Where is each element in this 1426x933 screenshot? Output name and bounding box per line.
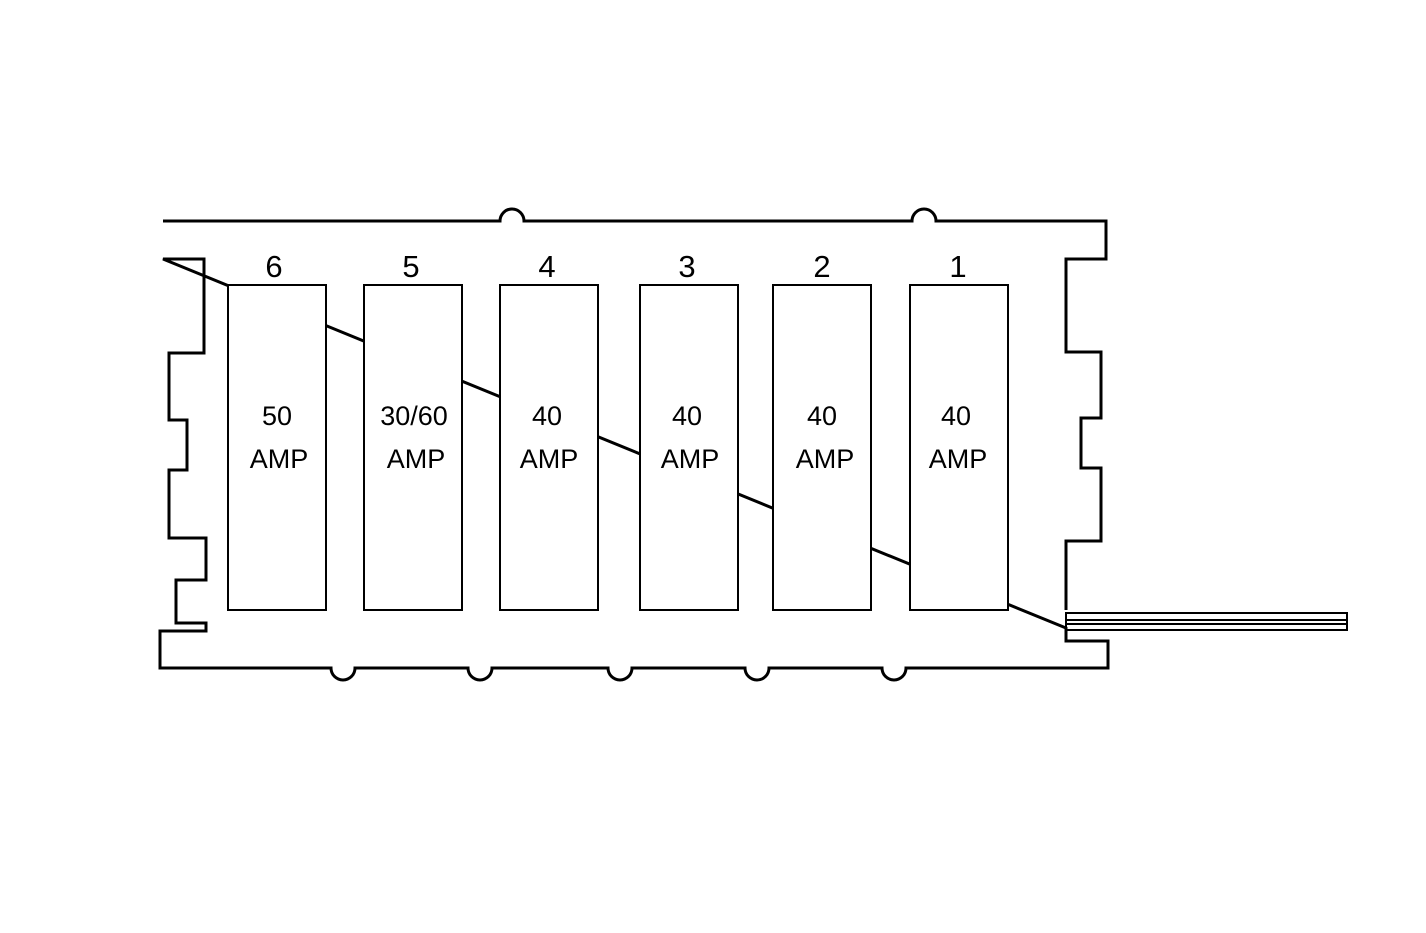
fuse-rectangle	[772, 284, 872, 611]
fuse-rating-value: 50	[262, 401, 292, 431]
connector-tab	[1065, 612, 1348, 631]
fuse-rating-value: 40	[807, 401, 837, 431]
fuse-block-housing	[158, 207, 1110, 682]
fuse-position-number: 1	[949, 249, 966, 284]
fuse-rating-unit: AMP	[250, 444, 309, 474]
fuse-rectangle	[639, 284, 739, 611]
fuse-position-number: 3	[678, 249, 695, 284]
fuse-slot[interactable]: 2 40 AMP	[772, 249, 872, 611]
fuse-rectangle	[909, 284, 1009, 611]
fuse-rating-unit: AMP	[387, 444, 446, 474]
fuse-rating-value: 40	[532, 401, 562, 431]
fuse-slot[interactable]: 5 30/60 AMP	[363, 249, 463, 611]
fuse-rating-value: 40	[672, 401, 702, 431]
fuse-rating-unit: AMP	[796, 444, 855, 474]
fuse-slot[interactable]: 3 40 AMP	[639, 249, 739, 611]
fuse-rectangle	[227, 284, 327, 611]
fuse-position-number: 5	[402, 249, 419, 284]
fuse-slot[interactable]: 6 50 AMP	[227, 249, 327, 611]
fuse-position-number: 4	[538, 249, 555, 284]
fuse-slot[interactable]: 4 40 AMP	[499, 249, 599, 611]
fuse-position-number: 6	[265, 249, 282, 284]
fuse-slot[interactable]: 1 40 AMP	[909, 249, 1009, 611]
fuse-rating-value: 30/60	[380, 401, 448, 431]
fuse-rectangle	[499, 284, 599, 611]
fuse-position-number: 2	[813, 249, 830, 284]
fuse-rating-unit: AMP	[929, 444, 988, 474]
fuse-rating-unit: AMP	[520, 444, 579, 474]
fuse-rectangle	[363, 284, 463, 611]
fuse-rating-value: 40	[941, 401, 971, 431]
fuse-rating-unit: AMP	[661, 444, 720, 474]
